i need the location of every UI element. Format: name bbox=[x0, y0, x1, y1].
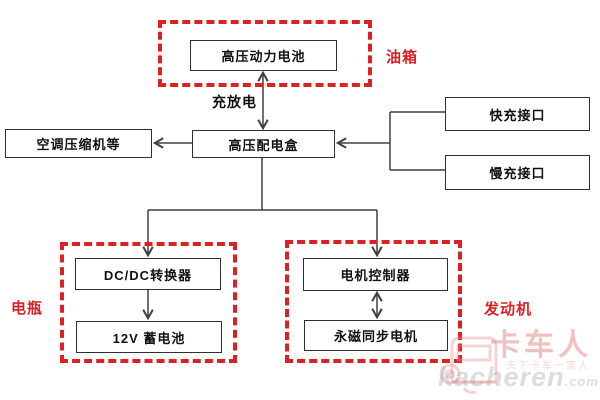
node-motor-controller: 电机控制器 bbox=[303, 258, 448, 291]
group-label-fuel-tank: 油箱 bbox=[386, 49, 419, 66]
group-outline-engine bbox=[285, 240, 462, 363]
node-fast-charge-port: 快充接口 bbox=[445, 97, 590, 131]
group-label-battery: 电瓶 bbox=[11, 300, 44, 317]
node-hv-power-battery: 高压动力电池 bbox=[190, 40, 337, 71]
edge-label-charge-discharge: 充放电 bbox=[212, 94, 257, 110]
node-hv-distribution-box: 高压配电盒 bbox=[192, 130, 335, 158]
truck-logo-icon bbox=[439, 336, 498, 394]
watermark: 卡车人 天下卡车一家人 kacheren.com bbox=[430, 300, 600, 400]
node-slow-charge-port: 慢充接口 bbox=[445, 155, 590, 190]
watermark-domain-text: kacheren.com bbox=[438, 362, 599, 393]
node-ac-compressor: 空调压缩机等 bbox=[5, 129, 152, 158]
watermark-brand-text: 卡车人 bbox=[490, 329, 592, 362]
node-dcdc-converter: DC/DC转换器 bbox=[75, 258, 221, 290]
node-pmsm-motor: 永磁同步电机 bbox=[304, 320, 448, 351]
watermark-domain-name: kacheren bbox=[438, 362, 565, 392]
group-label-engine: 发动机 bbox=[484, 301, 533, 318]
watermark-slogan-text: 天下卡车一家人 bbox=[506, 361, 590, 372]
node-12v-battery: 12V 蓄电池 bbox=[76, 321, 222, 353]
watermark-domain-tld: .com bbox=[564, 374, 599, 389]
